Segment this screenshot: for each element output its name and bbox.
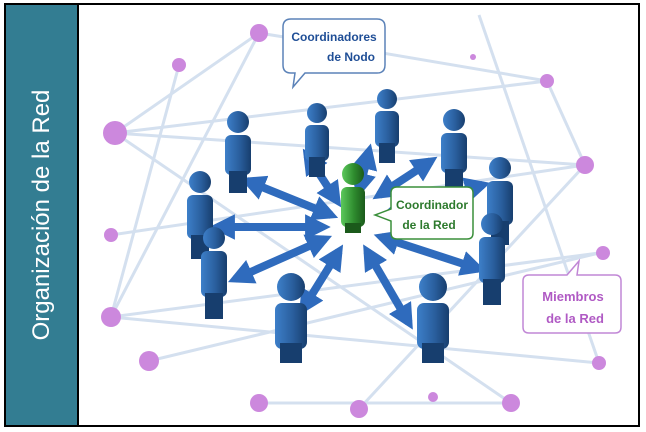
callout-node-coordinators: Coordinadores de Nodo xyxy=(282,18,386,90)
member-dot xyxy=(540,74,554,88)
member-dot xyxy=(596,246,610,260)
callout-network-members: Miembros de la Red xyxy=(522,258,622,334)
member-dot xyxy=(428,392,438,402)
arrow xyxy=(363,244,413,330)
person-figure xyxy=(201,227,227,319)
arrow xyxy=(298,244,344,316)
callout-node-coordinators-line2: de Nodo xyxy=(327,50,375,64)
member-dot xyxy=(172,58,186,72)
sidebar-title: Organización de la Red xyxy=(27,89,55,341)
person-figure xyxy=(275,273,307,363)
member-dot xyxy=(103,121,127,145)
member-dot xyxy=(350,400,368,418)
member-dot xyxy=(592,356,606,370)
diagram-frame xyxy=(4,3,640,427)
sidebar: Organización de la Red xyxy=(6,5,79,425)
person-figure xyxy=(417,273,449,363)
arrow xyxy=(239,175,339,221)
member-dot xyxy=(502,394,520,412)
network-illustration: Coordinadores de Nodo Coordinador de la … xyxy=(101,14,622,418)
member-dot xyxy=(101,307,121,327)
node-coordinator-figures xyxy=(187,89,513,363)
callout-network-coordinator: Coordinador de la Red xyxy=(372,186,474,240)
member-dot xyxy=(250,394,268,412)
person-figure xyxy=(225,111,251,193)
callout-node-coordinators-line1: Coordinadores xyxy=(291,30,377,44)
person-figure xyxy=(441,109,467,191)
network-diagram: Coordinadores de Nodo Coordinador de la … xyxy=(79,5,638,425)
network-coordinator-figure xyxy=(341,163,365,233)
callout-network-coordinator-line2: de la Red xyxy=(402,218,455,232)
member-dot xyxy=(250,24,268,42)
callout-network-coordinator-line1: Coordinador xyxy=(396,198,468,212)
callout-network-members-line2: de la Red xyxy=(546,311,604,326)
member-dot xyxy=(576,156,594,174)
arrow xyxy=(373,230,487,276)
member-dot xyxy=(104,228,118,242)
member-dots xyxy=(101,24,610,418)
person-figure xyxy=(305,103,329,177)
arrow xyxy=(350,143,378,199)
person-figure xyxy=(375,89,399,163)
member-dot xyxy=(139,351,159,371)
person-figure xyxy=(479,213,505,305)
member-dot xyxy=(470,54,476,60)
callout-network-members-line1: Miembros xyxy=(542,289,603,304)
